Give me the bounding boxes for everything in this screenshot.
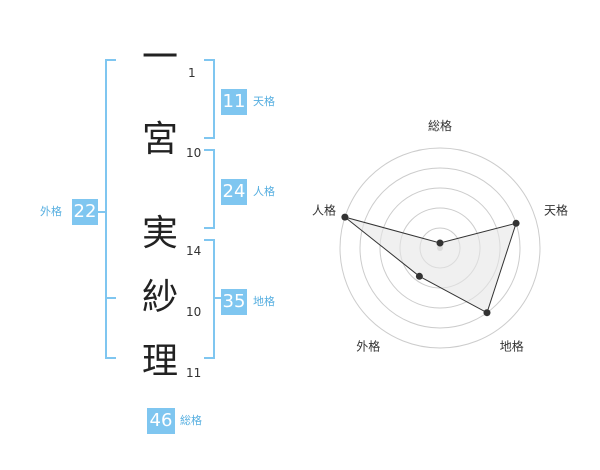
jinkaku-bracket	[204, 149, 215, 229]
stroke-count-4: 10	[186, 305, 202, 319]
chikaku-bracket	[204, 239, 215, 359]
chikaku-label: 地格	[253, 295, 275, 308]
name-char-2: 宮	[141, 119, 178, 160]
stroke-count-1: 1	[188, 66, 196, 80]
radar-axis-label: 地格	[500, 339, 524, 354]
gaikaku-bracket	[105, 59, 116, 359]
tenkaku-value: 11	[221, 89, 247, 115]
name-char-1: 一	[141, 37, 178, 78]
radar-polygon	[344, 216, 517, 314]
name-char-3: 実	[141, 213, 178, 254]
stroke-count-3: 14	[186, 244, 202, 258]
tenkaku-bracket	[204, 59, 215, 139]
soukaku-value: 46	[147, 408, 175, 434]
radar-point-人格	[341, 213, 349, 221]
jinkaku-label: 人格	[253, 185, 275, 198]
radar-axis-label: 天格	[544, 202, 568, 217]
radar-axis-label: 人格	[312, 202, 336, 217]
radar-points	[341, 213, 520, 317]
gaikaku-label: 外格	[40, 205, 62, 218]
jinkaku-value: 24	[221, 179, 247, 205]
gaikaku-value: 22	[72, 199, 98, 225]
tenkaku-label: 天格	[253, 95, 275, 108]
radar-point-天格	[512, 219, 520, 227]
name-char-4: 紗	[141, 277, 178, 318]
name-char-5: 理	[141, 341, 178, 382]
radar-point-地格	[483, 309, 491, 317]
chikaku-value: 35	[221, 289, 247, 315]
radar-point-総格	[436, 239, 444, 247]
bracket-lines	[98, 59, 222, 359]
stroke-count-2: 10	[186, 146, 202, 160]
radar-point-外格	[415, 272, 423, 280]
radar-axis-label: 総格	[428, 118, 452, 133]
radar-ring-4	[359, 167, 521, 329]
soukaku-label: 総格	[180, 414, 202, 427]
radar-ring-5	[339, 147, 541, 349]
stroke-count-5: 11	[186, 366, 202, 380]
radar-axis-label: 外格	[356, 339, 380, 354]
